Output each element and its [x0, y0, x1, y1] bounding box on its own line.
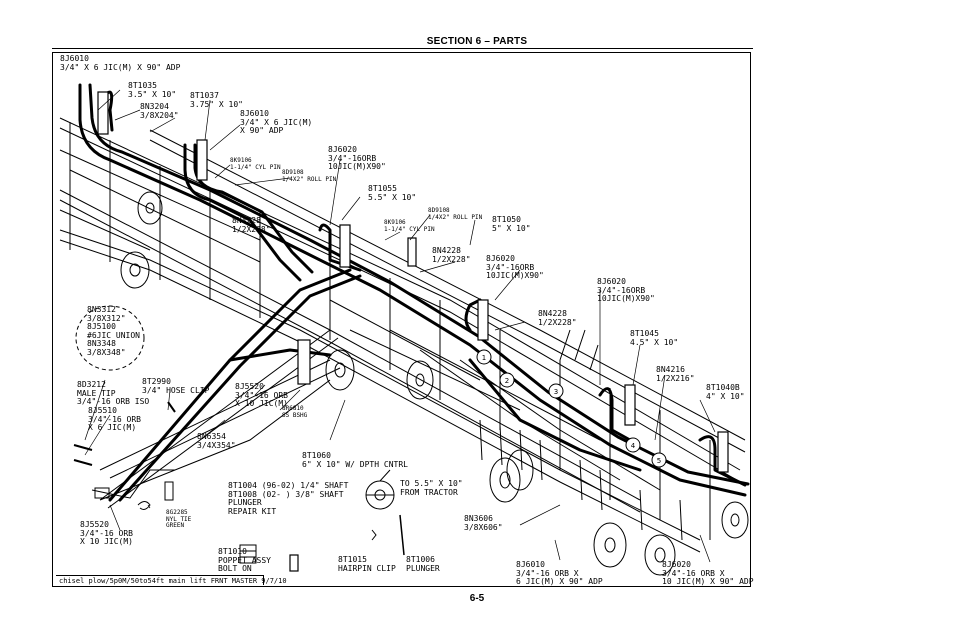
- callout-label: 1: [482, 354, 486, 362]
- part-label: 8T1040B 4" X 10": [706, 383, 745, 401]
- part-label: 8N4228 1/2X228": [232, 216, 271, 234]
- callout-2: [499, 372, 515, 388]
- part-label: 8N6354 3/4X354": [197, 432, 236, 450]
- part-label: 8J6020 3/4"-16ORB 10JIC(M)X90": [328, 145, 386, 171]
- part-label: 8T1060 6" X 10" W/ DPTH CNTRL: [302, 451, 408, 469]
- drawing-frame: [52, 52, 751, 587]
- part-label: 8N4228 1/2X228": [432, 246, 471, 264]
- part-label: 8N3204 3/8X204": [140, 102, 179, 120]
- part-label: 8T1037 3.75" X 10": [190, 91, 243, 109]
- callout-label: 3: [554, 388, 558, 396]
- part-label: 8K9106 1-1/4" CYL PIN: [384, 219, 435, 233]
- leader-lines: [84, 89, 716, 563]
- page-number: 6-5: [469, 593, 485, 604]
- callout-markers: [476, 349, 667, 468]
- part-label: 8T1050 5" X 10": [492, 215, 531, 233]
- callout-label: 4: [631, 442, 636, 450]
- small-parts: [73, 305, 405, 564]
- callout-3: [548, 383, 564, 399]
- part-label: 8N4228 1/2X228": [538, 309, 577, 327]
- part-label: 8T1004 (96-02) 1/4" SHAFT 8T1008 (02- ) …: [228, 481, 349, 516]
- part-label: 8J5520 3/4"-16 ORB X 10 JIC(M): [235, 382, 288, 408]
- wheels: [120, 191, 749, 576]
- part-label: 8N3312 3/8X312" 8J5100 #6JIC UNION 8N334…: [87, 305, 140, 357]
- part-label: 8J6020 3/4"-16ORB 10JIC(M)X90": [597, 277, 655, 303]
- part-label: 8T1006 PLUNGER: [406, 555, 440, 573]
- cylinders: [97, 91, 729, 572]
- callout-5: [651, 452, 667, 468]
- part-label: 8T1010 POPPET ASSY BOLT ON: [218, 547, 271, 573]
- part-label: 8D3212 MALE TIP 3/4"-16 ORB ISO: [77, 380, 150, 406]
- part-label: 8G2285 NYL TIE GREEN: [166, 509, 192, 529]
- part-label: 8J6010 3/4" X 6 JIC(M) X 90" ADP: [240, 109, 313, 135]
- part-label: 8J6010 3/4"-16 ORB X 6 JIC(M) X 90" ADP: [516, 560, 603, 586]
- header-rule: [52, 48, 753, 49]
- callout-1: [476, 349, 492, 365]
- part-label: 8J5510 3/4"-16 ORB X 6 JIC(M): [88, 406, 141, 432]
- part-label: 8J5520 3/4"-16 ORB X 10 JIC(M): [80, 520, 133, 546]
- part-label: 8T1055 5.5" X 10": [368, 184, 417, 202]
- part-label: 8J6010 3/4" X 6 JIC(M) X 90" ADP: [60, 54, 181, 72]
- part-label: 8K9106 1-1/4" CYL PIN: [230, 157, 281, 171]
- callout-label: 5: [657, 457, 661, 465]
- part-label: TO 5.5" X 10" FROM TRACTOR: [400, 479, 463, 497]
- part-label: 8D9108 1/4X2" ROLL PIN: [428, 207, 483, 221]
- part-label: 8T1035 3.5" X 10": [128, 81, 177, 99]
- part-label: 8T1015 HAIRPIN CLIP: [338, 555, 396, 573]
- part-label: 8J6020 3/4"-16ORB 10JIC(M)X90": [486, 254, 544, 280]
- section-header: SECTION 6 – PARTS: [426, 36, 528, 47]
- callout-label: 2: [505, 377, 509, 385]
- part-label: 8T2990 3/4" HOSE CLIP: [142, 377, 210, 395]
- title-block: chisel plow/5p0M/50to54ft main lift FRNT…: [56, 575, 287, 585]
- part-label: 8N3606 3/8X606": [464, 514, 503, 532]
- part-label: 8R6810 SS BSHG: [282, 405, 308, 419]
- part-label: 8J6020 3/4"-16 ORB X 10 JIC(M) X 90" ADP: [662, 560, 754, 586]
- part-label: 8D9108 1/4X2" ROLL PIN: [282, 169, 337, 183]
- part-label: 8N4216 1/2X216": [656, 365, 695, 383]
- part-label: 8T1045 4.5" X 10": [630, 329, 679, 347]
- hydraulic-hoses: [78, 83, 750, 502]
- callout-4: [625, 437, 641, 453]
